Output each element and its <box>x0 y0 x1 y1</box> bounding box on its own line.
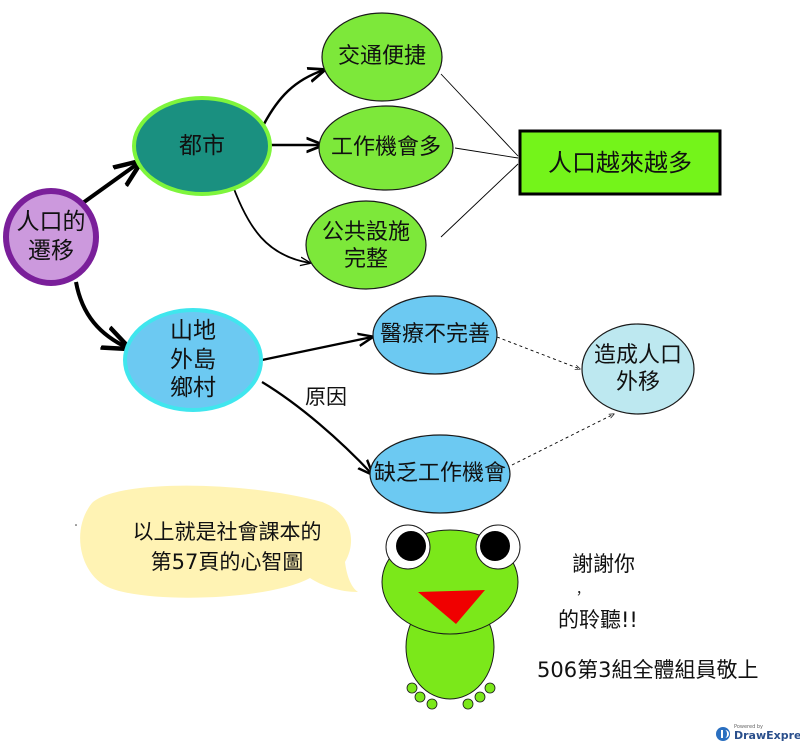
frog-pupil-right <box>480 531 510 561</box>
edge-lack-jobs-outflow <box>511 414 614 466</box>
edge-transport-result <box>440 73 519 157</box>
drawexpress-watermark: Powered by DrawExpress <box>714 724 800 744</box>
watermark-powered: Powered by <box>734 724 763 730</box>
frog-pupil-left <box>396 531 426 561</box>
node-outflow-shape[interactable] <box>581 323 695 415</box>
node-city-shape[interactable] <box>132 96 272 196</box>
frog-toes <box>406 682 496 710</box>
edge-city-transport <box>262 70 324 125</box>
listening-text: 的聆聽!! <box>558 608 638 632</box>
thanks-text: 謝謝你 <box>572 552 635 576</box>
node-transport-shape[interactable] <box>321 12 443 102</box>
frog-illustration <box>381 524 521 710</box>
node-rural-shape[interactable] <box>123 308 263 412</box>
stray-dot <box>75 524 77 526</box>
edge-public-result <box>440 163 519 238</box>
edge-migration-rural <box>74 281 128 348</box>
edge-label-reason: 原因 <box>305 385 347 409</box>
node-public-shape[interactable] <box>305 200 427 290</box>
thanks-comma: ， <box>576 583 590 598</box>
node-medical-shape[interactable] <box>372 295 498 375</box>
node-jobs-many-shape[interactable] <box>318 105 454 191</box>
node-lack-jobs-shape[interactable] <box>369 434 511 514</box>
node-migration-shape[interactable] <box>3 188 99 286</box>
edge-rural-medical <box>261 337 372 362</box>
drawexpress-logo-icon <box>716 727 730 741</box>
frog-mouth <box>418 590 485 624</box>
edge-migration-city <box>78 162 140 207</box>
connectors <box>74 70 614 474</box>
watermark-brand: DrawExpress <box>734 729 800 742</box>
edge-jobs-result <box>454 147 519 159</box>
edge-city-public <box>229 177 310 263</box>
node-more-people-shape[interactable] <box>518 129 722 196</box>
edge-medical-outflow <box>496 336 580 369</box>
speech-bubble <box>80 485 358 598</box>
credits-text: 506第3組全體組員敬上 <box>537 658 759 682</box>
edge-rural-lack-jobs <box>261 381 372 474</box>
